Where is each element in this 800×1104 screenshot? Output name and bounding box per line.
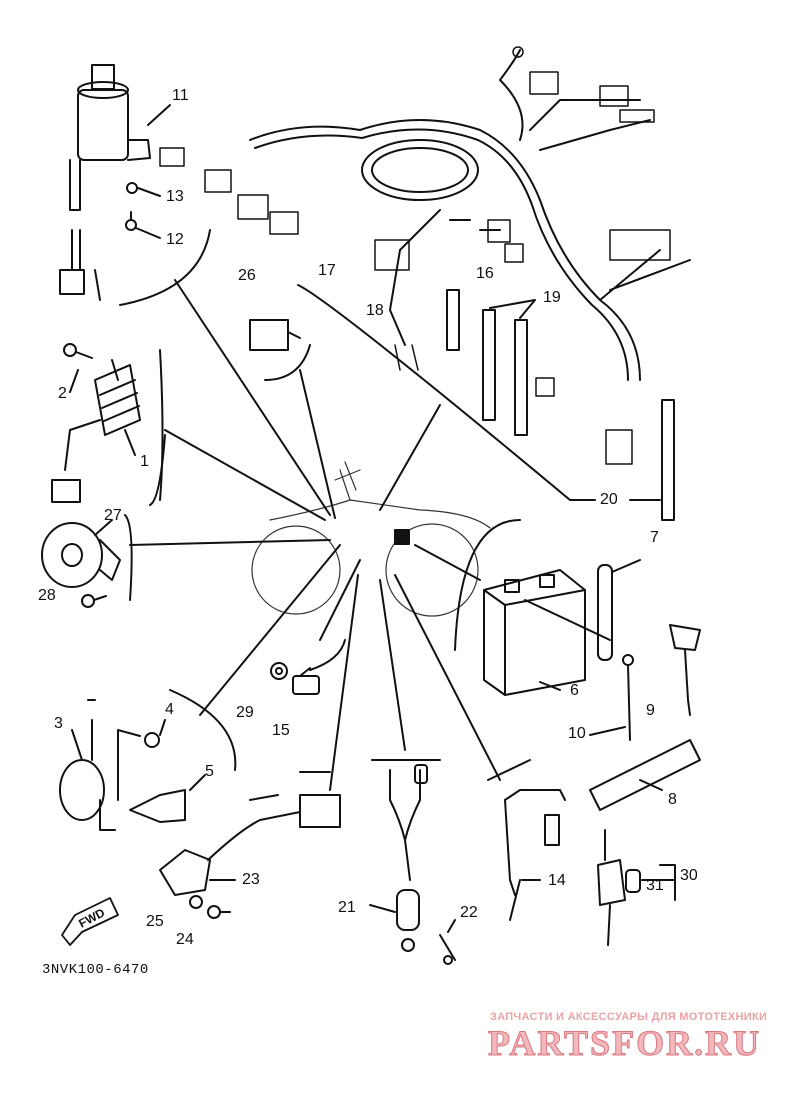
part-15-neutral-switch xyxy=(292,667,320,695)
part-number-24: 24 xyxy=(176,931,194,948)
part-number-18: 18 xyxy=(366,302,384,319)
wire-harness xyxy=(249,49,691,381)
part-number-15: 15 xyxy=(272,722,290,739)
part-number-27: 27 xyxy=(104,507,122,524)
part-number-8: 8 xyxy=(668,791,677,808)
part-number-5: 5 xyxy=(205,763,214,780)
part-number-25: 25 xyxy=(146,913,164,930)
part-23-cdi-unit xyxy=(159,794,341,896)
part-7-breather-pipe xyxy=(597,559,641,661)
part-number-9: 9 xyxy=(646,702,655,719)
part-number-29: 29 xyxy=(236,704,254,721)
part-number-3: 3 xyxy=(54,715,63,732)
part-number-21: 21 xyxy=(338,899,356,916)
part-number-30: 30 xyxy=(680,867,698,884)
part-1-bracket xyxy=(111,359,119,381)
leader-2 xyxy=(69,369,79,393)
part-number-6: 6 xyxy=(570,682,579,699)
part-1-rectifier-regulator xyxy=(51,364,141,503)
part-11-main-switch xyxy=(59,64,151,301)
part-number-4: 4 xyxy=(165,701,174,718)
part-8-battery-band xyxy=(589,739,701,811)
part-30-switch xyxy=(597,829,641,946)
motorcycle-silhouette xyxy=(251,461,491,617)
part-20-band xyxy=(629,399,675,521)
part-number-11: 11 xyxy=(172,87,189,104)
part-16-band xyxy=(446,289,460,351)
leader-13 xyxy=(137,187,161,197)
part-12-screw xyxy=(125,211,137,231)
part-number-19: 19 xyxy=(543,289,561,306)
leader-27 xyxy=(94,519,113,536)
fwd-arrow-icon xyxy=(61,897,119,946)
part-number-28: 28 xyxy=(38,587,56,604)
part-28-bolt xyxy=(81,594,107,608)
part-number-31: 31 xyxy=(646,877,664,894)
leader-30-31 xyxy=(641,864,676,901)
part-number-17: 17 xyxy=(318,262,336,279)
leader-21 xyxy=(369,904,396,913)
leader-3 xyxy=(71,729,83,761)
part-9-terminal-cover xyxy=(669,624,701,716)
part-number-23: 23 xyxy=(242,871,260,888)
part-3-ignition-coil xyxy=(59,699,116,831)
part-number-12: 12 xyxy=(166,231,184,248)
drawing-code: 3NVK100-6470 xyxy=(42,962,149,978)
watermark-logo: PARTSFOR.RU xyxy=(487,1023,762,1064)
part-number-26: 26 xyxy=(238,267,256,284)
part-24-bolt xyxy=(207,905,231,919)
leader-11 xyxy=(147,104,171,126)
part-22-screw xyxy=(439,934,456,965)
part-number-20: 20 xyxy=(600,491,618,508)
part-25-washer xyxy=(189,895,203,909)
part-number-16: 16 xyxy=(476,265,494,282)
part-number-13: 13 xyxy=(166,188,184,205)
part-26-relay xyxy=(249,319,301,351)
leader-lines xyxy=(119,229,596,791)
part-number-10: 10 xyxy=(568,725,586,742)
leader-1 xyxy=(124,429,136,456)
part-27-horn xyxy=(41,522,121,588)
leader-12 xyxy=(135,227,161,239)
leader-4 xyxy=(159,719,166,736)
part-number-2: 2 xyxy=(58,385,67,402)
part-29-washer xyxy=(270,662,288,680)
part-5-plug-cap xyxy=(129,789,186,823)
part-2-bolt xyxy=(63,343,93,359)
part-number-22: 22 xyxy=(460,904,478,921)
harness-connectors xyxy=(159,46,671,465)
part-6-battery xyxy=(483,569,611,696)
part-21-stop-switch xyxy=(389,764,428,952)
part-19-bands xyxy=(482,299,536,436)
part-4-bolt xyxy=(117,729,160,801)
part-number-14: 14 xyxy=(548,872,566,889)
leader-22 xyxy=(447,919,456,933)
part-14-lead xyxy=(504,789,566,921)
leader-5 xyxy=(189,774,206,791)
part-number-1: 1 xyxy=(140,453,149,470)
part-13-washer xyxy=(126,182,138,194)
part-10-minus-lead xyxy=(589,654,634,741)
part-number-7: 7 xyxy=(650,529,659,546)
battery-location-marker xyxy=(394,529,410,545)
watermark-tagline: ЗАПЧАСТИ И АКСЕССУАРЫ ДЛЯ МОТОТЕХНИКИ xyxy=(490,1011,768,1023)
